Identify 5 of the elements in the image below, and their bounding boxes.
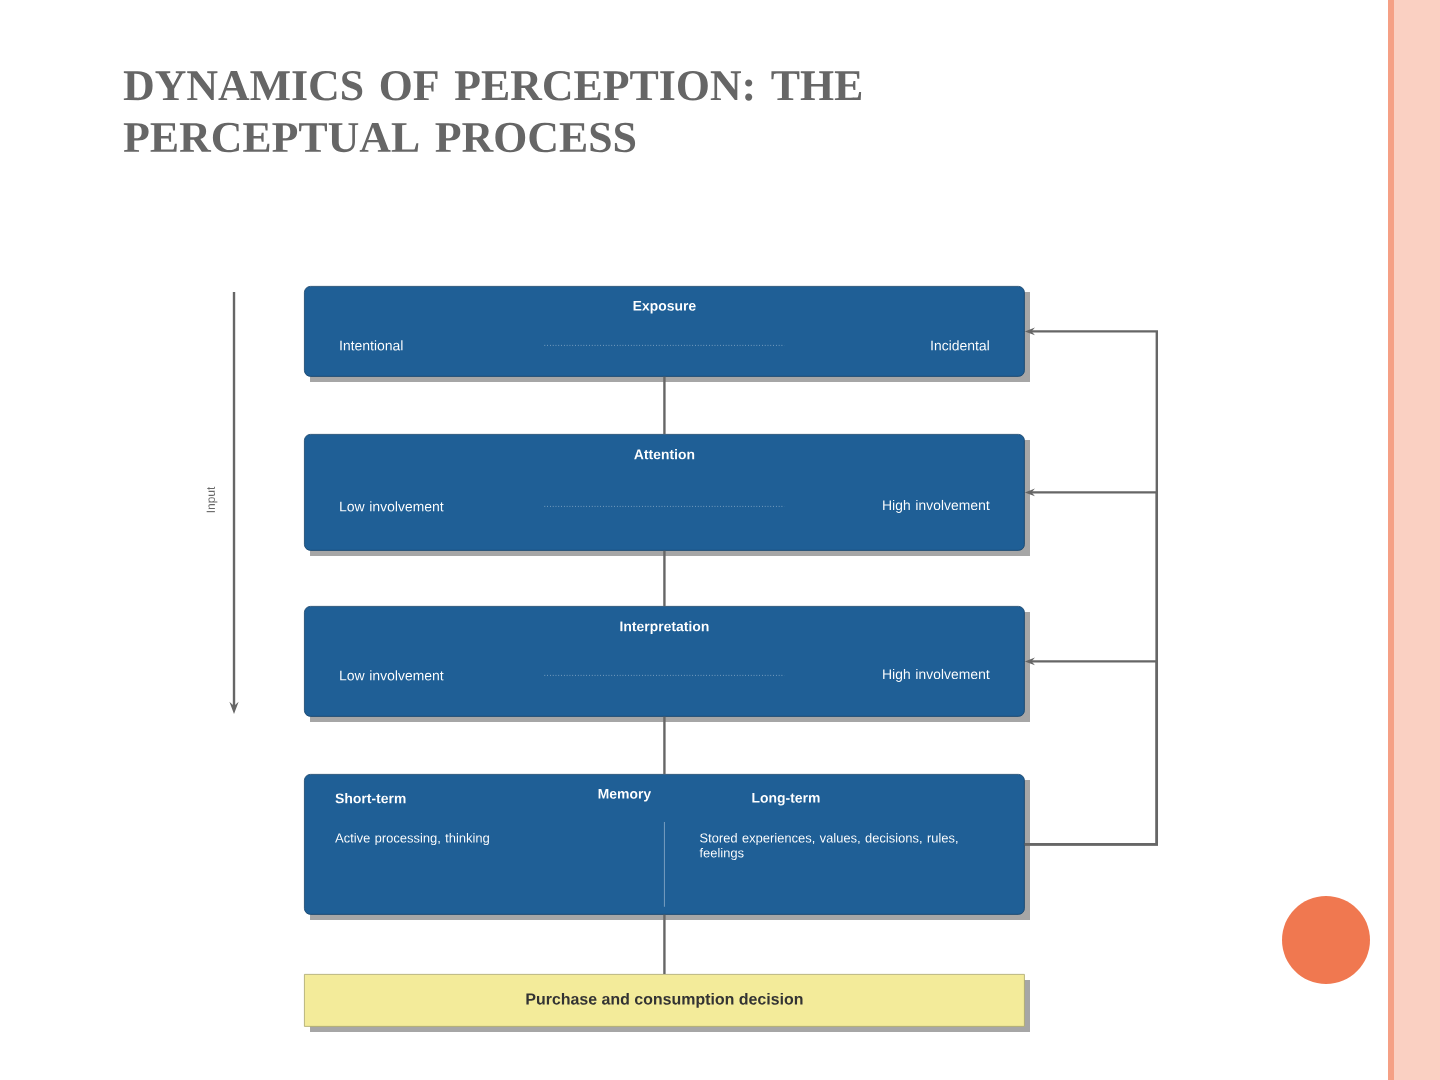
- connector: [663, 376, 666, 434]
- connector: [663, 914, 666, 974]
- connector: [663, 550, 666, 606]
- title: DYNAMICS OF PERCEPTION: THE PERCEPTUAL PROCESS: [123, 71, 862, 153]
- connector: [663, 716, 666, 774]
